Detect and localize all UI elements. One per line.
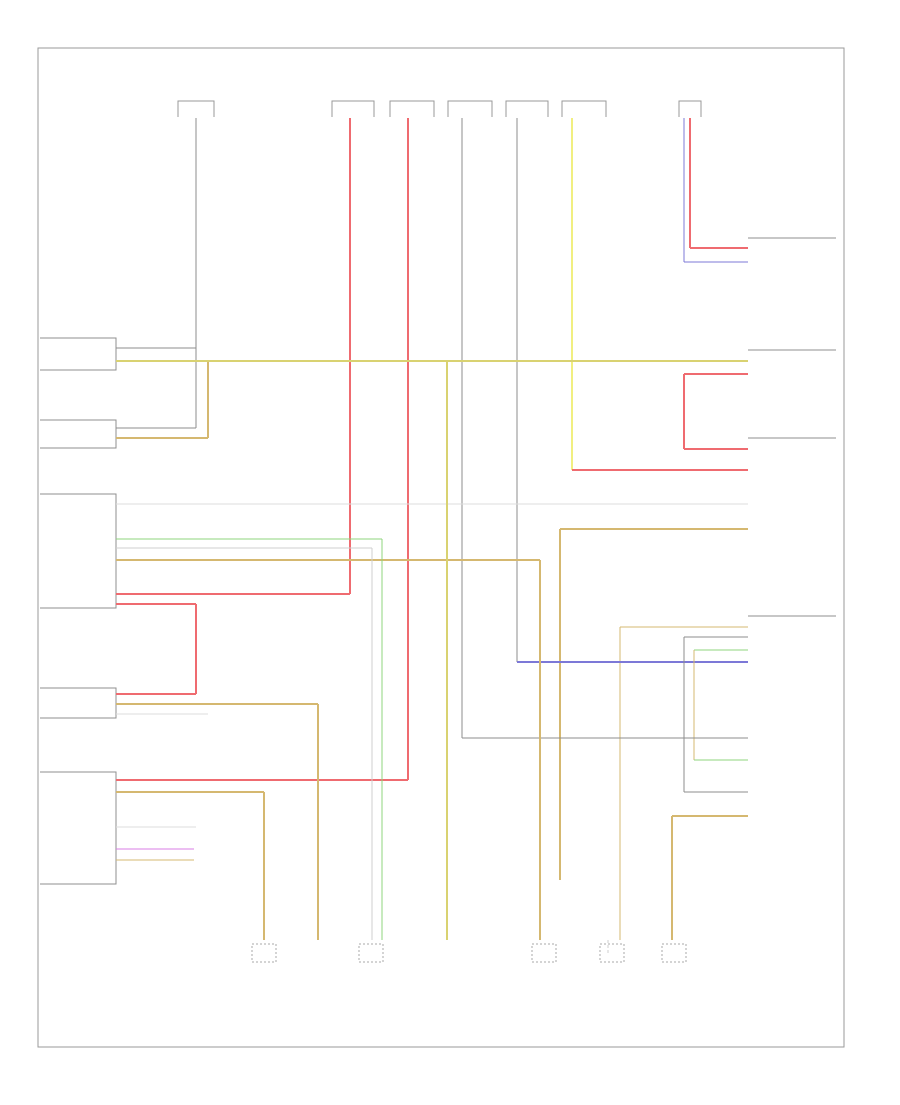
connector-bottom-1 (251, 943, 277, 963)
connector-bottom-5 (661, 943, 687, 963)
component-left-front-speaker (40, 419, 117, 449)
component-steering-column (40, 493, 117, 609)
fuse-bracket-5 (505, 100, 549, 117)
fuse-bracket-3 (389, 100, 435, 117)
fuse-bracket-7 (678, 100, 702, 117)
right-side-wires (462, 247, 748, 940)
component-amplifier (40, 771, 117, 885)
component-right-front-speaker (40, 337, 117, 371)
component-rain-sensor (40, 687, 117, 719)
drop-connectors (263, 361, 609, 955)
fuse-bracket-4 (447, 100, 493, 117)
fuse-bracket-2 (331, 100, 375, 117)
top-vertical-feeds (195, 118, 691, 780)
bottom-connectors (251, 943, 687, 963)
connector-bottom-4 (599, 943, 625, 963)
central-horizontal-wires (116, 360, 748, 861)
top-fuse-brackets (177, 100, 702, 117)
fuse-bracket-6 (561, 100, 607, 117)
left-connector-labels (116, 347, 209, 439)
connector-bottom-2 (358, 943, 384, 963)
connector-bottom-3 (531, 943, 557, 963)
outer-frame (37, 47, 845, 1048)
left-components (40, 337, 117, 885)
fuse-bracket-1 (177, 100, 215, 117)
right-components (748, 237, 836, 617)
